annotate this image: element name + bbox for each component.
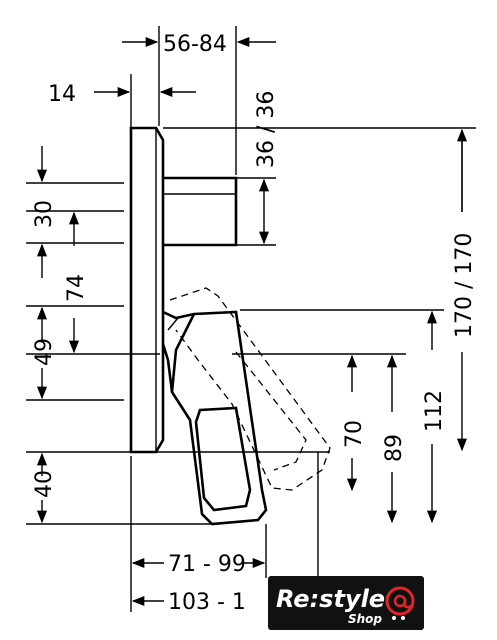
dim-right-tall: 170 / 170 xyxy=(452,233,477,338)
badge-sub-text: Shop xyxy=(348,612,382,626)
wall-plate xyxy=(129,126,165,454)
badge-brand-text: Re:style xyxy=(276,585,385,613)
dim-bottom-range-1: 71 - 99 xyxy=(168,552,246,577)
mixer-lever xyxy=(161,310,268,526)
dim-left-74: 74 xyxy=(64,274,89,302)
diverter-knob xyxy=(163,176,238,247)
dim-right-112: 112 xyxy=(422,390,447,432)
cart-logo-icon xyxy=(385,586,415,620)
dim-left-30: 30 xyxy=(32,200,57,228)
dim-top-right-vertical: 36 / 36 xyxy=(254,91,279,168)
dim-right-89: 89 xyxy=(382,434,407,462)
brand-badge: Re:style Shop xyxy=(268,576,424,630)
dimension-labels: 56-84 14 36 / 36 170 / 170 30 74 49 40 7… xyxy=(32,32,477,615)
dim-left-49: 49 xyxy=(32,338,57,366)
dimension-arrows xyxy=(36,36,468,607)
lever-alt-position xyxy=(169,287,331,491)
dim-top-left: 14 xyxy=(48,82,76,107)
dim-left-40: 40 xyxy=(32,470,57,498)
dim-bottom-range-2: 103 - 1 xyxy=(168,590,246,615)
extension-lines xyxy=(26,26,476,612)
dim-top-range: 56-84 xyxy=(163,32,227,57)
dim-right-70: 70 xyxy=(342,420,367,448)
